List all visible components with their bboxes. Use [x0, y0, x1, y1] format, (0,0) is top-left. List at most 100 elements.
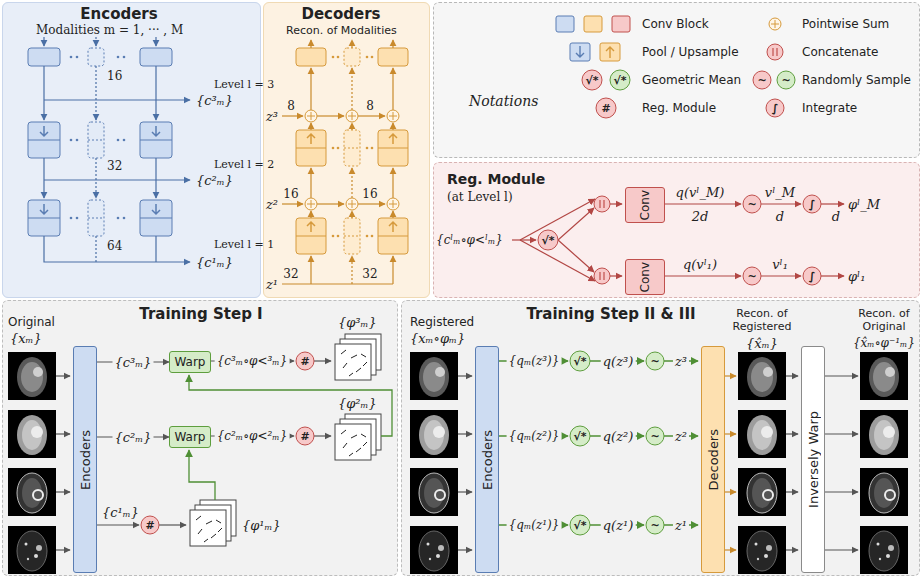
encoder-block	[140, 48, 172, 66]
level-label: Level l = 3	[214, 78, 274, 91]
flow-wire	[56, 491, 70, 492]
deformation-field	[335, 414, 381, 460]
flow-wire	[824, 491, 858, 492]
decoder-wire	[358, 115, 385, 116]
decoder-wire	[310, 168, 311, 198]
training-panel: Training Step IEncodersWarpWarp	[2, 300, 398, 576]
edge-label: {c³ₘ}	[112, 355, 153, 370]
ellipsis-dots	[332, 235, 335, 238]
module-wire	[520, 240, 595, 281]
image-caption: Recon. of Registered	[720, 307, 804, 333]
feedback-wire	[189, 361, 698, 525]
module-wire	[761, 275, 801, 276]
decoder-wire	[351, 40, 352, 48]
operator-symbol	[646, 516, 664, 534]
deformation-field	[190, 500, 236, 546]
symbol-glyph: ~	[650, 355, 659, 368]
warp-box: Inversely Warp	[801, 346, 825, 573]
node-label: Warp	[174, 430, 205, 444]
decoder-wire	[351, 168, 352, 198]
decoder-wire	[351, 211, 352, 218]
legend-sample	[769, 18, 781, 30]
encoder-panel: Encoders	[2, 2, 261, 298]
decoder-wire	[392, 40, 393, 48]
image-caption: Recon. of Original	[842, 307, 924, 333]
legend-sample	[612, 16, 630, 32]
encoder-wire	[44, 236, 190, 262]
encoder-wire	[43, 66, 44, 120]
module-wire	[558, 208, 594, 240]
panel-title: Notations	[469, 93, 538, 109]
channel-count: 32	[283, 267, 298, 281]
module-wire	[664, 203, 741, 204]
flow-wire	[786, 491, 798, 492]
decoder-block	[296, 48, 408, 254]
module-symbol	[594, 196, 610, 212]
flow-wire	[824, 549, 858, 550]
flow-wire	[824, 375, 858, 376]
decoder-output-wire	[724, 375, 736, 376]
channel-count: 16	[107, 69, 122, 83]
module-wire	[520, 199, 595, 240]
sum-symbol	[305, 110, 399, 210]
symbol-glyph: ~	[650, 430, 659, 443]
ellipsis-dots	[117, 139, 120, 142]
encoder-wire	[95, 37, 96, 46]
latent-label: z³	[266, 109, 278, 124]
mri-image	[738, 352, 786, 400]
panel-ground	[2, 2, 261, 298]
mri-image	[8, 352, 908, 574]
encoder-wire	[155, 66, 156, 120]
panel-ground	[433, 162, 920, 298]
flow-wire	[56, 375, 70, 376]
ellipsis-dots	[366, 56, 369, 59]
ellipsis-dots	[366, 235, 369, 238]
output-label: Recon. of Modalities	[286, 24, 397, 37]
decoder-block	[378, 130, 408, 166]
legend-label: Reg. Module	[642, 101, 716, 115]
symbol-glyph: #	[601, 102, 610, 115]
ellipsis-dots	[117, 56, 120, 59]
decoder-wire	[317, 203, 344, 204]
feedback-wire	[189, 450, 215, 500]
field-label: {φ²ₘ}	[338, 396, 377, 411]
field-label: {φ³ₘ}	[338, 315, 377, 330]
encoder-wire	[95, 158, 96, 198]
variable-label: q(vˡ₁)	[683, 257, 717, 272]
flow-wire	[96, 524, 139, 525]
sum-symbol	[346, 110, 358, 122]
mri-image	[860, 352, 908, 400]
channel-count: 16	[362, 187, 377, 201]
mri-image	[738, 410, 786, 458]
legend-label: Pointwise Sum	[802, 17, 889, 31]
latent-label: z¹	[266, 277, 278, 292]
symbol-glyph: ~	[781, 74, 790, 87]
feature-label: {c¹ₘ}	[102, 505, 139, 520]
encoder-wire	[155, 158, 156, 198]
node-label: Warp	[174, 355, 205, 369]
ellipsis-dots	[371, 235, 374, 238]
node-label: Encoders	[78, 430, 93, 490]
decoder-wire	[310, 40, 311, 48]
legend-sample	[606, 47, 614, 58]
edge-label: {c²ₘ}	[112, 430, 153, 445]
panel-ground	[2, 300, 398, 576]
operator-symbol	[570, 351, 590, 371]
training-panel: Training Step II & IIIEncodersDecodersIn…	[401, 300, 920, 576]
decoder-block	[344, 218, 360, 254]
module-wire	[512, 239, 536, 240]
channel-count: 32	[107, 159, 122, 173]
encoder-wire	[44, 99, 190, 100]
encoder-block	[28, 48, 172, 236]
module-wire	[610, 275, 622, 276]
module-wire	[761, 203, 801, 204]
sum-symbol	[305, 198, 317, 210]
module-wire	[821, 275, 844, 276]
encoder-block	[88, 200, 104, 236]
ellipsis-dots	[70, 217, 73, 220]
variable-label: φˡ_M	[848, 197, 880, 212]
panel-title: Training Step II & III	[526, 305, 695, 323]
symbol-glyph: #	[300, 430, 309, 443]
decoder-wire	[392, 68, 393, 110]
deformation-field	[335, 334, 381, 380]
